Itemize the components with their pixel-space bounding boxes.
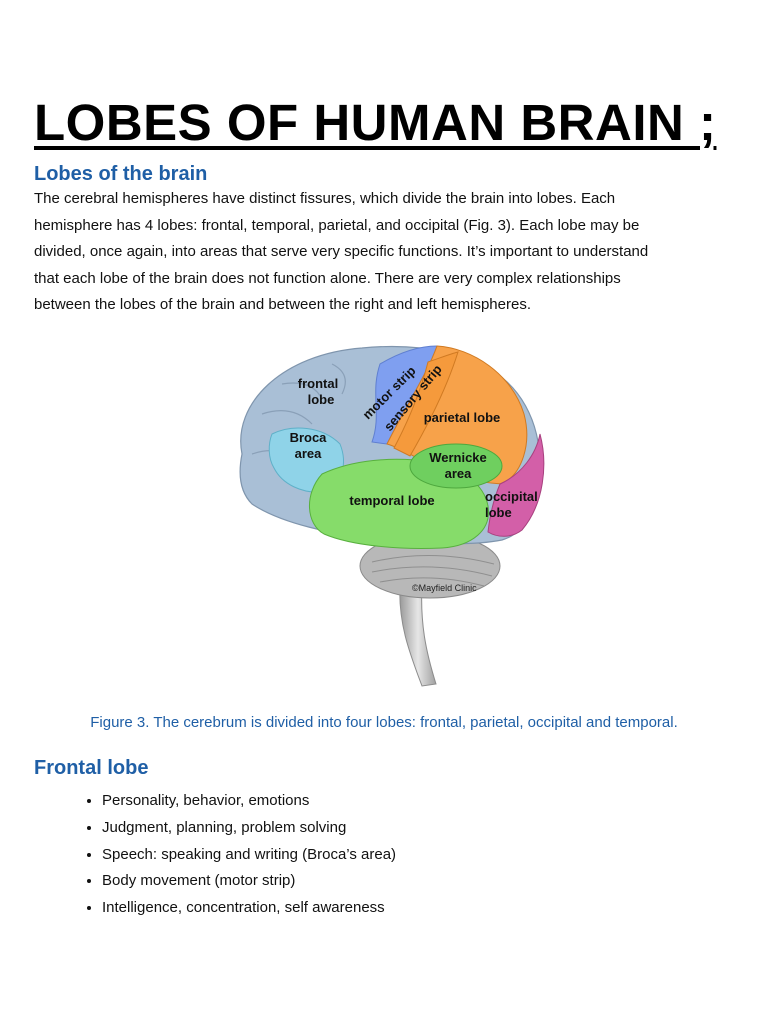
figure-credit: ©Mayfield Clinic xyxy=(412,583,477,593)
intro-paragraph: The cerebral hemispheres have distinct f… xyxy=(34,190,649,313)
list-item: Speech: speaking and writing (Broca’s ar… xyxy=(102,842,396,869)
page-title: LOBES OF HUMAN BRAIN ; xyxy=(34,94,717,151)
label-broca-2: area xyxy=(295,446,323,461)
section-heading-lobes: Lobes of the brain xyxy=(34,163,208,185)
brain-stem-shape xyxy=(399,583,437,687)
list-item: Body movement (motor strip) xyxy=(102,868,396,895)
wernicke-area-shape xyxy=(409,443,503,489)
label-occipital-2: lobe xyxy=(485,505,512,520)
sensory-strip-shape xyxy=(393,351,459,457)
label-frontal-2: lobe xyxy=(308,392,335,407)
label-parietal: parietal lobe xyxy=(424,410,501,425)
list-item: Personality, behavior, emotions xyxy=(102,788,396,815)
list-item: Intelligence, concentration, self awaren… xyxy=(102,895,396,922)
label-broca-1: Broca xyxy=(290,430,328,445)
label-occipital-1: occipital xyxy=(485,489,538,504)
label-temporal: temporal lobe xyxy=(349,493,434,508)
label-wernicke-1: Wernicke xyxy=(429,450,487,465)
list-item: Judgment, planning, problem solving xyxy=(102,815,396,842)
label-frontal-1: frontal xyxy=(298,376,338,391)
brain-figure: frontal lobe Broca area motor strip sens… xyxy=(222,334,552,694)
brain-diagram: frontal lobe Broca area motor strip sens… xyxy=(239,345,545,687)
figure-caption: Figure 3. The cerebrum is divided into f… xyxy=(90,714,678,731)
label-wernicke-2: area xyxy=(445,466,473,481)
occipital-lobe-shape xyxy=(487,433,545,537)
frontal-lobe-list: Personality, behavior, emotions Judgment… xyxy=(70,788,396,922)
section-heading-frontal: Frontal lobe xyxy=(34,757,149,779)
